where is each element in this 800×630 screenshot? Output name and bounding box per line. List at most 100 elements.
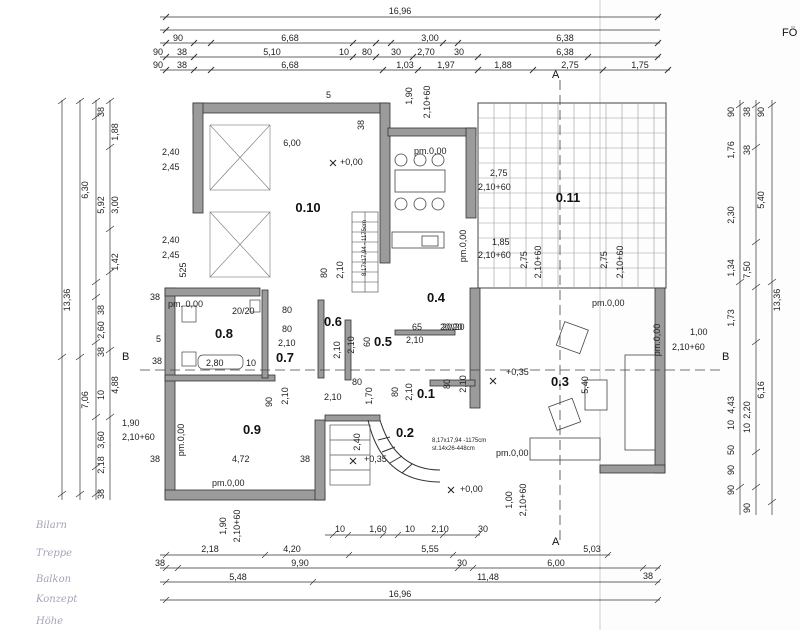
ann-56: 2,10+60 [122,432,155,442]
dim-left-in-7: 38 [96,489,106,499]
dim-bot-1-1: 1,60 [369,524,387,534]
dim-bot-4-0: 5,48 [229,572,247,582]
ann-63: pm.0,00 [212,478,245,488]
left-dimension-texts: 13,36 6,30 7,06 38 5,92 38 2,60 38 3,60 … [62,107,120,499]
top-dimension-texts: 16,96 90 6,68 3,00 6,38 90 38 5,10 10 80… [153,6,649,70]
corner-label: FÖ [782,27,798,39]
dim-right-in-16: 90 [742,503,752,513]
curved-stair [367,419,441,483]
dim-top-2-2: 5,10 [263,47,281,57]
dim-bot-3-0: 38 [155,558,165,568]
ann-52: 2,10 [458,375,468,393]
bottom-dimension-texts: 10 1,60 10 2,10 30 2,18 4,20 5,55 5,03 3… [155,524,653,599]
ann-1: 6,00 [283,138,301,148]
section-letter-top: A [552,69,560,81]
room-0-10: 0.10 [295,200,320,215]
ann-59: +0,35 [364,454,387,464]
dim-right-in-14: 90 [726,465,736,475]
ann-26: 1,00 [690,327,708,337]
dim-bot-2-3: 5,03 [583,544,601,554]
ann-48: 1,70 [364,387,374,405]
hand-note-3: Konzept [35,594,78,605]
dim-left-mid-1: 7,06 [80,391,90,409]
room-labels: 0.10 0.11 0.4 0.8 0.6 0.7 0.5 0.1 0.3 0.… [215,190,580,440]
dim-right-mid-1: 6,16 [756,381,766,399]
ann-45: pm.0,00 [652,324,662,357]
ann-23: 2,10 [335,261,345,279]
dim-right-in-6: 1,34 [726,259,736,277]
dim-right-in-0: 90 [726,107,736,117]
entrance-steps [329,424,371,486]
ann-50: 2,10 [404,383,414,401]
left-dimension-chains [57,97,115,500]
ann-57: pm.0,00 [176,424,186,457]
walls [164,102,666,501]
ann-2: +0,00 [340,157,363,167]
ann-49: 80 [390,387,400,397]
dim-bot-2-2: 5,55 [421,544,439,554]
dim-left-in-1: 5,92 [96,196,106,214]
ann-11: 2,10+60 [422,86,432,119]
dim-bot-1-4: 30 [478,524,488,534]
dim-bot-total: 16,96 [389,589,412,599]
dim-right-in-11: 2,20 [742,401,752,419]
stair-note-2: st.14x26-448cm [432,446,475,452]
dim-right-outer: 13,36 [772,289,782,312]
ann-25: 20/20 [232,306,255,316]
dim-total-top: 16,96 [389,6,412,16]
dim-bot-1-0: 10 [335,524,345,534]
dim-bot-3-4: 38 [643,571,653,581]
dim-bot-1-2: 10 [405,524,415,534]
ann-33: 2,10 [332,341,342,359]
ann-66: 2,10+60 [518,484,528,517]
room-0-3: 0.3 [551,374,569,389]
room-0-5: 0.5 [374,334,392,349]
section-letter-bottom: A [552,536,560,548]
dim-right-in-5: 2,30 [726,206,736,224]
ann-68: 2,10+60 [232,510,242,543]
ann-69: 38 [150,454,160,464]
dim-bot-3-2: 30 [457,558,467,568]
ann-8: 38 [356,120,366,130]
dim-top-2-8: 6,38 [556,47,574,57]
ann-70: 38 [150,292,160,302]
ann-43: +0,35 [506,367,529,377]
ann-19: 2,75 [599,251,609,269]
handwritten-notes: Bilarn Treppe Balkon Konzept Höhe [35,520,78,627]
ann-12: pm.0,00 [414,146,447,156]
dim-top-1-2: 3,00 [421,33,439,43]
room-0-6: 0.6 [324,314,342,329]
dim-right-in-15: 90 [726,485,736,495]
dim-top-3-1: 38 [177,60,187,70]
plan-annotations: 6,00 +0,00 2,40 2,45 2,40 2,45 525 38 5 … [122,86,708,543]
right-dimension-chains [735,100,777,515]
ann-44: 5,40 [580,376,590,394]
dim-left-in-5: 3,60 [96,431,106,449]
adjacent-page [600,0,800,630]
ann-7: 525 [178,262,188,277]
ann-4: 2,45 [162,162,180,172]
ann-41: 2,80 [206,358,224,368]
dim-left-inn-1: 3,00 [110,196,120,214]
ann-9: 5 [326,90,331,100]
ann-3: 2,40 [162,147,180,157]
dining-table [391,153,446,249]
staircase [351,211,379,293]
dim-right-in-3: 1,76 [726,141,736,159]
stair-note-3: 8,17x17,94 -1175cm [432,438,486,444]
dim-bot-2-1: 4,20 [283,544,301,554]
dim-top-2-6: 2,70 [417,47,435,57]
living-furniture [529,321,656,461]
ann-47: 2,10 [280,387,290,405]
dim-top-3-0: 90 [153,60,163,70]
ann-62: 38 [300,454,310,464]
room-0-7: 0.7 [276,350,294,365]
ann-28: pm.0,00 [592,298,625,308]
terrace-grid [477,102,667,289]
skylight-crosses [209,124,271,278]
dim-left-mid-0: 6,30 [80,181,90,199]
dim-left-in-2: 38 [96,305,106,315]
dim-top-3-3: 1,03 [396,60,414,70]
room-0-4: 0.4 [427,290,446,305]
ann-29: 20/20 [442,322,465,332]
